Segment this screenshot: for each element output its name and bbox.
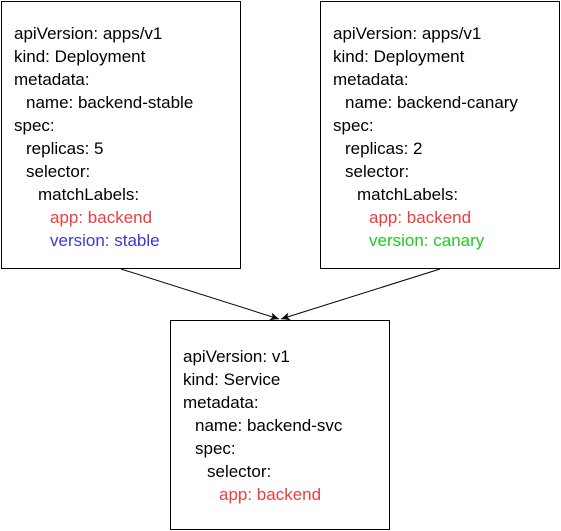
selector-line: selector: — [26, 162, 91, 181]
metadata-line: metadata: — [333, 70, 409, 89]
metadata-line: metadata: — [14, 70, 90, 89]
api-version-line: apiVersion: v1 — [183, 347, 290, 366]
name-line: name: backend-stable — [26, 93, 194, 112]
app-label-line: app: backend — [369, 208, 472, 227]
version-label-line: version: canary — [369, 231, 485, 250]
kind-line: kind: Deployment — [14, 47, 146, 66]
spec-line: spec: — [14, 116, 55, 135]
deployment-canary-box: apiVersion: apps/v1 kind: Deployment met… — [320, 1, 560, 269]
kind-line: kind: Service — [183, 370, 281, 389]
spec-line: spec: — [333, 116, 374, 135]
name-line: name: backend-canary — [345, 93, 518, 112]
replicas-line: replicas: 2 — [345, 139, 423, 158]
kind-line: kind: Deployment — [333, 47, 465, 66]
selector-line: selector: — [207, 462, 272, 481]
match-labels-line: matchLabels: — [357, 185, 459, 204]
arrow-canary-to-service — [280, 268, 441, 321]
match-labels-line: matchLabels: — [38, 185, 140, 204]
selector-line: selector: — [345, 162, 410, 181]
deployment-stable-box: apiVersion: apps/v1 kind: Deployment met… — [1, 1, 241, 269]
api-version-line: apiVersion: apps/v1 — [333, 24, 482, 43]
app-label-line: app: backend — [50, 208, 153, 227]
spec-line: spec: — [195, 439, 236, 458]
service-box: apiVersion: v1 kind: Service metadata: n… — [170, 320, 390, 530]
replicas-line: replicas: 5 — [26, 139, 104, 158]
version-label-line: version: stable — [50, 231, 160, 250]
arrow-stable-to-service — [120, 268, 280, 321]
metadata-line: metadata: — [183, 393, 259, 412]
app-label-line: app: backend — [219, 485, 322, 504]
api-version-line: apiVersion: apps/v1 — [14, 24, 163, 43]
name-line: name: backend-svc — [195, 416, 343, 435]
